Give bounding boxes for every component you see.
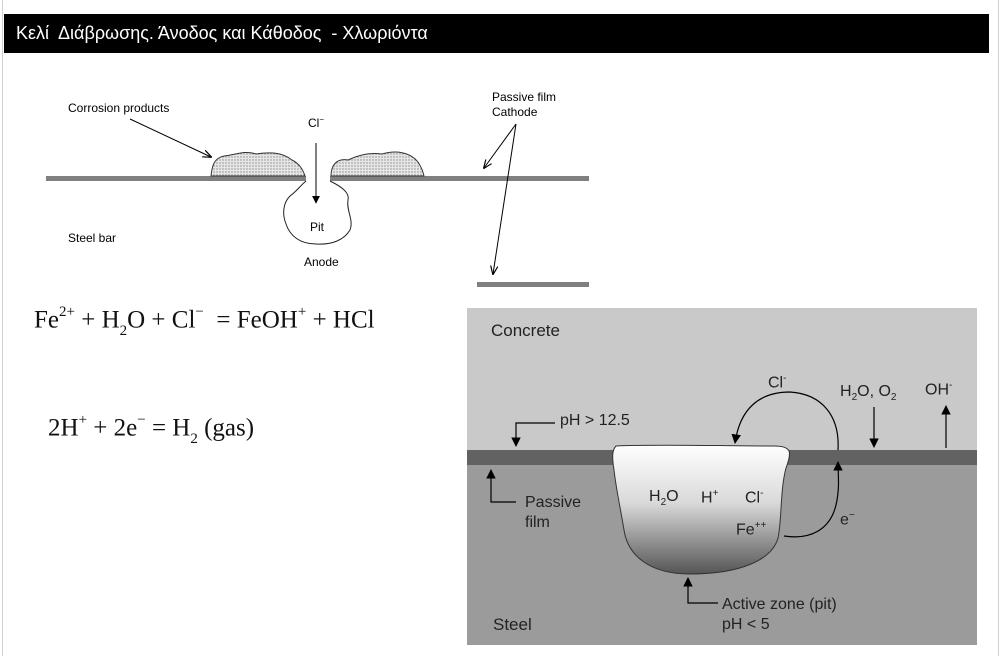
pit-chloride-label: Cl- [745,488,764,507]
equation-chloride-hydrolysis: Fe2+ + H2O + Cl− = FeOH+ + HCl [34,304,375,340]
cathode-label: Cathode [492,105,538,119]
hydroxide-label: OH- [925,380,953,399]
passive-film-cell-label: Passive film [525,494,582,531]
steel-label: Steel [493,615,532,634]
electron-label: e− [840,510,855,529]
equation-hydrogen-evolution: 2H+ + 2e− = H2 (gas) [48,412,255,448]
corrosion-products-label: Corrosion products [68,101,170,115]
passive-film-label: Passive film [492,90,557,104]
pit-hydrogen-ion-label: H+ [701,488,719,507]
slide-title: Κελί Διάβρωσης. Άνοδος και Κάθοδος - Χλω… [4,14,989,53]
concrete-label: Concrete [491,321,560,340]
ph-high-label: pH > 12.5 [560,412,630,429]
water-oxygen-label: H2O, O2 [840,383,897,404]
chloride-label: Cl− [308,115,325,130]
chloride-top-label: Cl- [768,373,787,392]
steel-bar-label: Steel bar [68,231,117,245]
anode-label: Anode [304,255,339,269]
pit-label: Pit [310,220,325,234]
pit-iron-ion-label: Fe++ [736,520,767,539]
pit-water-label: H2O [649,488,679,509]
active-zone-label: Active zone (pit) pH < 5 [722,596,837,633]
